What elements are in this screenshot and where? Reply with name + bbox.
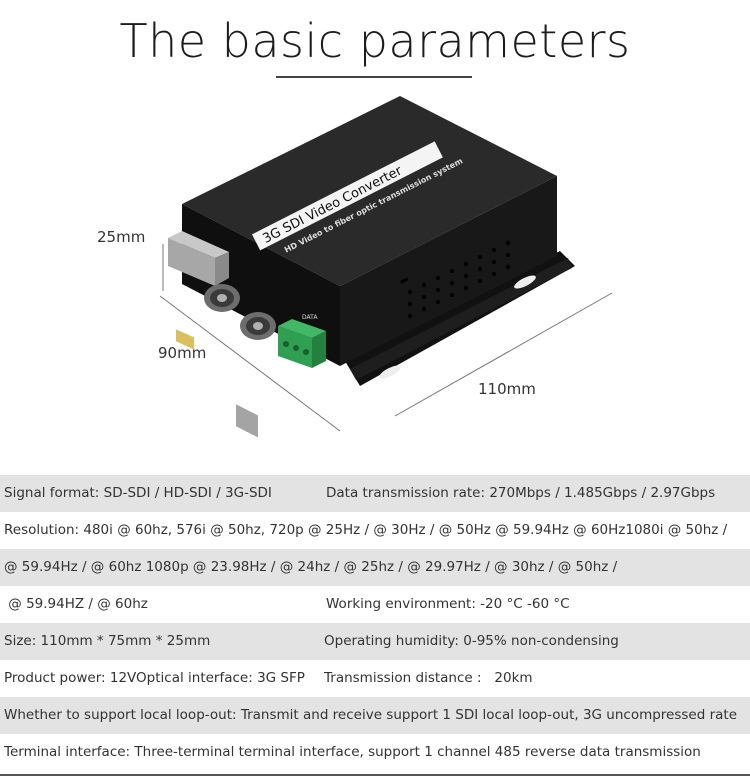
bnc-connector-1	[204, 284, 258, 438]
spec-right: Data transmission rate: 270Mbps / 1.485G…	[326, 485, 716, 501]
spec-right: Working environment: -20 °C -60 °C	[326, 596, 570, 612]
dimension-depth: 90mm	[158, 344, 207, 362]
spec-left: Resolution: 480i @ 60hz, 576i @ 50hz, 72…	[4, 522, 728, 538]
spec-row: Whether to support local loop-out: Trans…	[0, 697, 750, 734]
spec-row: Product power: 12VOptical interface: 3G …	[0, 660, 750, 697]
terminal-block: DATA	[278, 314, 326, 368]
spec-left: Product power: 12VOptical interface: 3G …	[4, 670, 305, 686]
spec-row: Terminal interface: Three-terminal termi…	[0, 734, 750, 771]
title-underline	[276, 76, 472, 78]
dimension-width: 110mm	[478, 380, 536, 398]
spec-left: @ 59.94HZ / @ 60hz	[4, 596, 148, 612]
dimension-lines	[159, 244, 613, 432]
product-image: 3G SDI Video Converter HD Video to fiber…	[159, 96, 613, 438]
spec-left: @ 59.94Hz / @ 60hz 1080p @ 23.98Hz / @ 2…	[4, 559, 618, 575]
bnc-connector-2	[240, 312, 276, 340]
spec-row: Size: 110mm * 75mm * 25mm Operating humi…	[0, 623, 750, 660]
page-title: The basic parameters	[119, 14, 631, 68]
spec-left: Whether to support local loop-out: Trans…	[4, 707, 738, 723]
data-port-label: DATA	[302, 314, 318, 321]
spec-row: @ 59.94Hz / @ 60hz 1080p @ 23.98Hz / @ 2…	[0, 549, 750, 586]
dimension-height: 25mm	[97, 228, 146, 246]
device-right-side	[340, 176, 557, 366]
spec-right: Transmission distance : 20km	[324, 670, 533, 686]
spec-left: Terminal interface: Three-terminal termi…	[4, 744, 701, 760]
spec-row: @ 59.94HZ / @ 60hz Working environment: …	[0, 586, 750, 623]
spec-row: Signal format: SD-SDI / HD-SDI / 3G-SDI …	[0, 475, 750, 512]
spec-left: Signal format: SD-SDI / HD-SDI / 3G-SDI	[4, 485, 272, 501]
vent-holes	[400, 277, 409, 284]
spec-left: Size: 110mm * 75mm * 25mm	[4, 633, 211, 649]
spec-row: Resolution: 480i @ 60hz, 576i @ 50hz, 72…	[0, 512, 750, 549]
bottom-rule	[0, 774, 750, 776]
spec-right: Operating humidity: 0-95% non-condensing	[324, 633, 619, 649]
sfp-module	[168, 231, 229, 350]
spec-table: Signal format: SD-SDI / HD-SDI / 3G-SDI …	[0, 475, 750, 771]
